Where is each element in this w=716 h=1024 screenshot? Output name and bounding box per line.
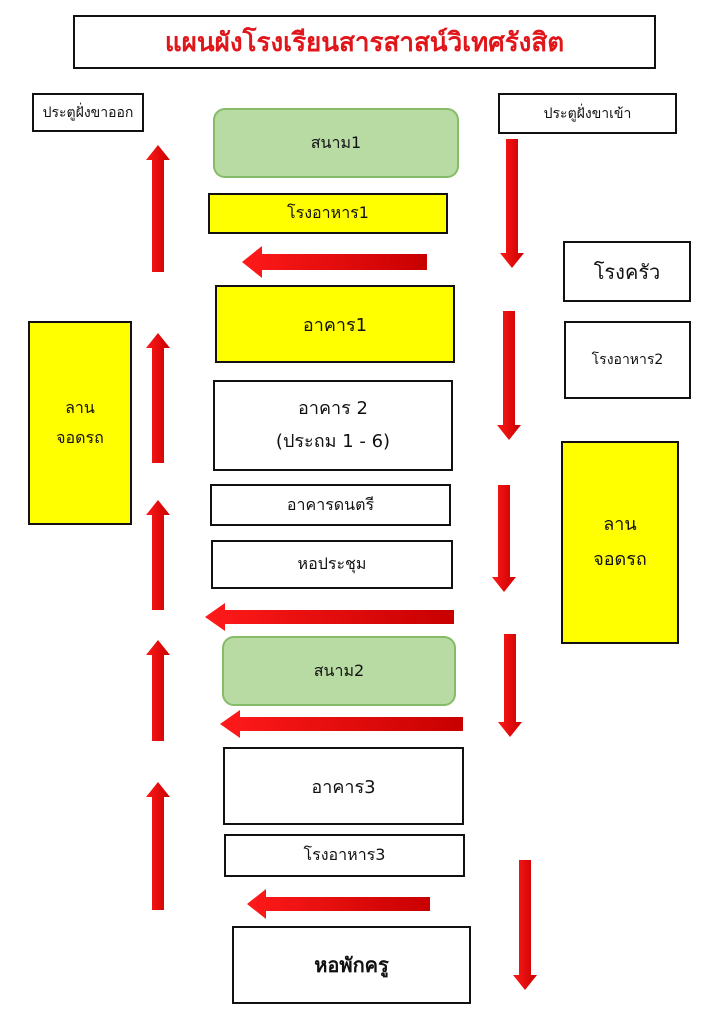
down-arrow <box>500 139 524 268</box>
parking-left-label-2: จอดรถ <box>56 428 104 447</box>
teacher-dorm-label: หอพักครู <box>314 953 389 977</box>
kitchen-label: โรงครัว <box>593 259 661 284</box>
page-title: แผนผังโรงเรียนสารสาสน์วิเทศรังสิต <box>73 15 656 69</box>
left-arrow <box>205 603 454 631</box>
up-arrow <box>146 500 170 610</box>
parking-right-label-2: จอดรถ <box>593 548 647 570</box>
entry-gate-label: ประตูฝั่งขาเข้า <box>543 105 632 122</box>
title-text: แผนผังโรงเรียนสารสาสน์วิเทศรังสิต <box>164 27 565 58</box>
exit-gate: ประตูฝั่งขาออก <box>32 93 144 132</box>
up-arrow <box>146 145 170 272</box>
teacher-dorm: หอพักครู <box>232 926 471 1004</box>
canteen-3-label: โรงอาหาร3 <box>303 845 386 864</box>
up-arrow <box>146 640 170 741</box>
canteen-2-label: โรงอาหาร2 <box>591 352 664 368</box>
auditorium-label: หอประชุม <box>297 554 367 573</box>
building-2: อาคาร 2 (ประถม 1 - 6) <box>213 380 453 471</box>
music-building-label: อาคารดนตรี <box>286 494 375 514</box>
building-3-label: อาคาร3 <box>311 776 376 798</box>
left-arrow <box>220 710 463 738</box>
parking-right-label-1: ลาน <box>603 514 637 536</box>
down-arrow <box>513 860 537 990</box>
entry-gate: ประตูฝั่งขาเข้า <box>498 93 677 134</box>
canteen-1: โรงอาหาร1 <box>208 193 448 234</box>
left-arrow <box>247 889 430 919</box>
building-2-label: อาคาร 2 <box>298 398 368 420</box>
field-1: สนาม1 <box>213 108 459 178</box>
field-1-label: สนาม1 <box>310 132 362 152</box>
field-2: สนาม2 <box>222 636 456 706</box>
field-2-label: สนาม2 <box>313 660 365 680</box>
up-arrow <box>146 333 170 463</box>
building-1: อาคาร1 <box>215 285 455 363</box>
kitchen: โรงครัว <box>563 241 691 302</box>
building-2-sublabel: (ประถม 1 - 6) <box>275 430 391 452</box>
exit-gate-label: ประตูฝั่งขาออก <box>42 104 134 121</box>
parking-right: ลาน จอดรถ <box>561 441 679 644</box>
parking-left: ลาน จอดรถ <box>28 321 132 525</box>
down-arrow <box>498 634 522 737</box>
canteen-1-label: โรงอาหาร1 <box>287 203 369 222</box>
music-building: อาคารดนตรี <box>210 484 451 526</box>
building-1-label: อาคาร1 <box>302 314 368 336</box>
auditorium: หอประชุม <box>211 540 453 589</box>
building-3: อาคาร3 <box>223 747 464 825</box>
canteen-3: โรงอาหาร3 <box>224 834 465 877</box>
down-arrow <box>492 485 516 592</box>
canteen-2: โรงอาหาร2 <box>564 321 691 399</box>
up-arrow <box>146 782 170 910</box>
parking-left-label-1: ลาน <box>65 397 95 417</box>
down-arrow <box>497 311 521 440</box>
left-arrow <box>242 246 427 278</box>
